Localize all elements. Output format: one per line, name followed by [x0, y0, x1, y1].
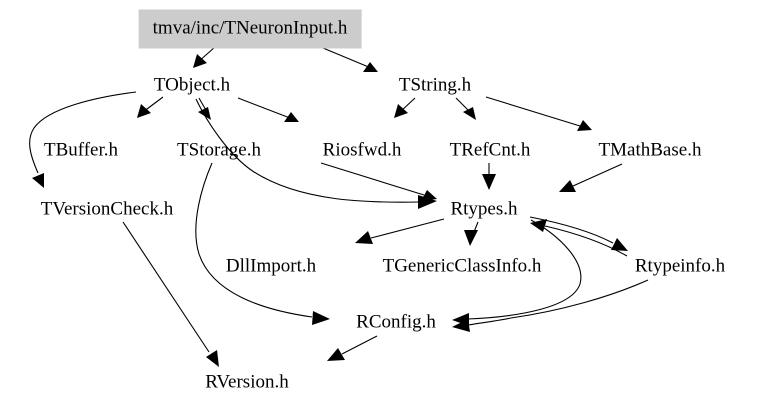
node-rtypeinfo[interactable]: Rtypeinfo.h	[634, 255, 726, 277]
node-riosfwd[interactable]: Riosfwd.h	[322, 139, 402, 161]
node-rconfig[interactable]: RConfig.h	[356, 311, 436, 333]
node-root-tneuroninput[interactable]: tmva/inc/TNeuronInput.h	[138, 9, 362, 49]
edge-trefcnt-to-rtypes	[482, 163, 496, 190]
edge-riosfwd-to-rtypes	[320, 162, 437, 201]
node-tbuffer[interactable]: TBuffer.h	[43, 139, 119, 161]
edge-rconfig-to-rversion	[327, 335, 378, 361]
node-tstring[interactable]: TString.h	[398, 74, 472, 96]
edge-tstring-to-tmathbase	[485, 96, 592, 131]
node-rtypes[interactable]: Rtypes.h	[450, 198, 518, 220]
edge-tversioncheck-to-rversion	[122, 221, 219, 367]
node-tobject[interactable]: TObject.h	[153, 74, 231, 96]
edge-rtypeinfo-to-rtypes	[530, 219, 628, 257]
edge-tmathbase-to-rtypes	[559, 163, 623, 192]
edge-tobject-to-riosfwd	[237, 97, 299, 122]
edge-rtypeinfo-to-rconfig	[452, 279, 649, 332]
edge-tobject-to-tstorage	[198, 97, 211, 120]
edge-tstring-to-trefcnt	[455, 97, 476, 120]
edge-tstring-to-riosfwd	[394, 97, 416, 118]
edge-rtypes-to-tgenericclassinfo	[464, 221, 479, 246]
edge-root-to-tobject	[193, 46, 216, 68]
node-dllimport[interactable]: DllImport.h	[225, 255, 317, 277]
edge-rtypes-to-rtypeinfo	[529, 216, 628, 251]
node-tmathbase[interactable]: TMathBase.h	[598, 139, 702, 161]
edge-rtypes-to-dllimport	[355, 218, 445, 244]
edge-tobject-to-tbuffer	[137, 96, 164, 118]
edge-root-to-tstring	[322, 47, 378, 72]
node-trefcnt[interactable]: TRefCnt.h	[449, 139, 531, 161]
edge-tobject-to-tversioncheck	[29, 91, 137, 188]
node-tversioncheck[interactable]: TVersionCheck.h	[40, 198, 174, 220]
node-rversion[interactable]: RVersion.h	[205, 371, 289, 393]
edge-tstorage-to-rconfig	[195, 162, 330, 325]
node-tstorage[interactable]: TStorage.h	[177, 139, 261, 161]
node-tgenericclassinfo[interactable]: TGenericClassInfo.h	[382, 255, 542, 277]
